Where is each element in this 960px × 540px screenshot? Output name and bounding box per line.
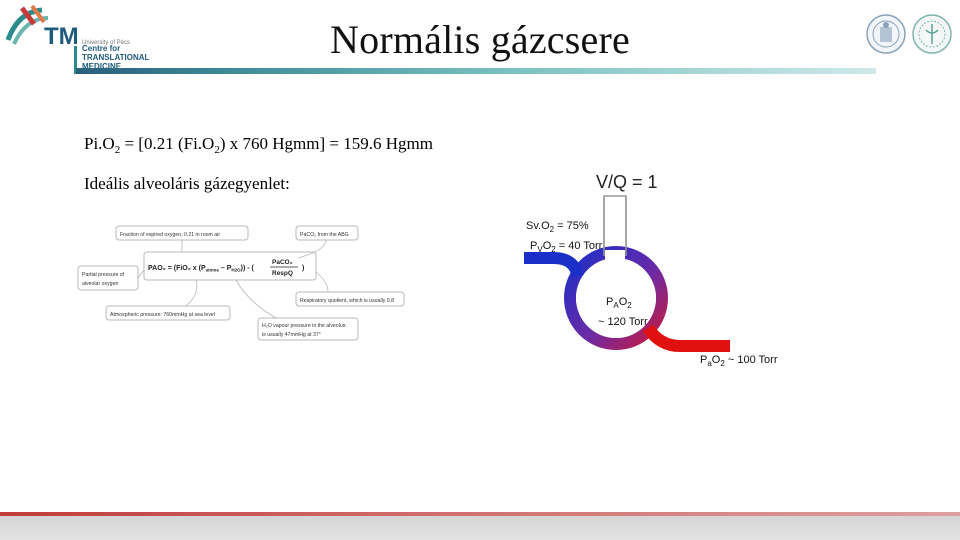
h2o-line-2: is usually 47mmHg at 37° [262,332,321,338]
rq-box [295,291,405,307]
fraction-top: PaCO₂ [272,259,293,266]
partial-pressure-line-2: alveolar oxygen [82,281,118,287]
fraction-bottom: RespQ [272,270,293,277]
page-title: Normális gázcsere [330,17,630,62]
vq-title: V/Q = 1 [596,172,658,192]
rq-box-text: Respiratory quotient, which is usually 0… [300,298,394,304]
h2o-line-1: H₂O vapour pressure in the alveolus: [262,323,347,329]
connector-lines [137,239,329,319]
university-name: University of Pécs [82,40,131,46]
pao2-alveolar-value: ~ 120 Torr [598,316,648,328]
atm-box-text: Atmospheric pressure: 760mmHg at sea lev… [110,312,215,318]
university-seal-icon [866,14,906,54]
ideal-alveolar-gas-equation-label: Ideális alveoláris gázegyenlet: [84,174,290,193]
inspired-po2-formula: Pi.O2 = [0.21 (Fi.O2) x 760 Hgmm] = 159.… [84,134,433,156]
arterial-outlet [643,324,730,352]
h2o-box [257,317,359,341]
vq-diagram-graphic [524,195,730,352]
ctm-logo-icon: TM [5,4,79,74]
org-name: Centre for TRANSLATIONAL MEDICINE [82,44,150,71]
ctm-logo: TM University of Pécs Centre for TRANSLA… [4,4,149,76]
venous-inlet [524,252,584,278]
atm-box [105,305,231,321]
paco2-abg-box-text: PaCO₂ from the ABG [300,232,349,238]
equation-close: ) [302,265,304,272]
alveolus [576,258,656,338]
alveolar-gas-equation-diagram: Fraction of expired oxygen, 0.21 in room… [77,225,405,341]
svo2-label: Sv.O2 = 75% [526,220,589,234]
footer-band [0,512,960,540]
pao2-alveolar-label: PAO2 [606,296,632,310]
partial-pressure-line-1: Partial pressure of [82,272,125,278]
pao2-arterial-label: PaO2 ~ 100 Torr [700,354,778,368]
equation-box [143,251,317,281]
paco2-abg-box [295,225,359,241]
pvo2-label: PVO2 = 40 Torr [530,240,603,254]
vq-diagram: V/Q = 1 Sv.O2 = 75% PVO2 = 40 Torr PAO2 … [520,166,810,376]
seals [866,14,952,54]
fio2-box-text: Fraction of expired oxygen, 0.21 in room… [120,232,220,238]
equation-text: PAO₂ = (FiO₂ x (Patmos – PH2O)) - ( [148,265,255,273]
svg-text:TM: TM [44,23,79,50]
medical-school-seal-icon [912,14,952,54]
header-divider [76,68,876,74]
